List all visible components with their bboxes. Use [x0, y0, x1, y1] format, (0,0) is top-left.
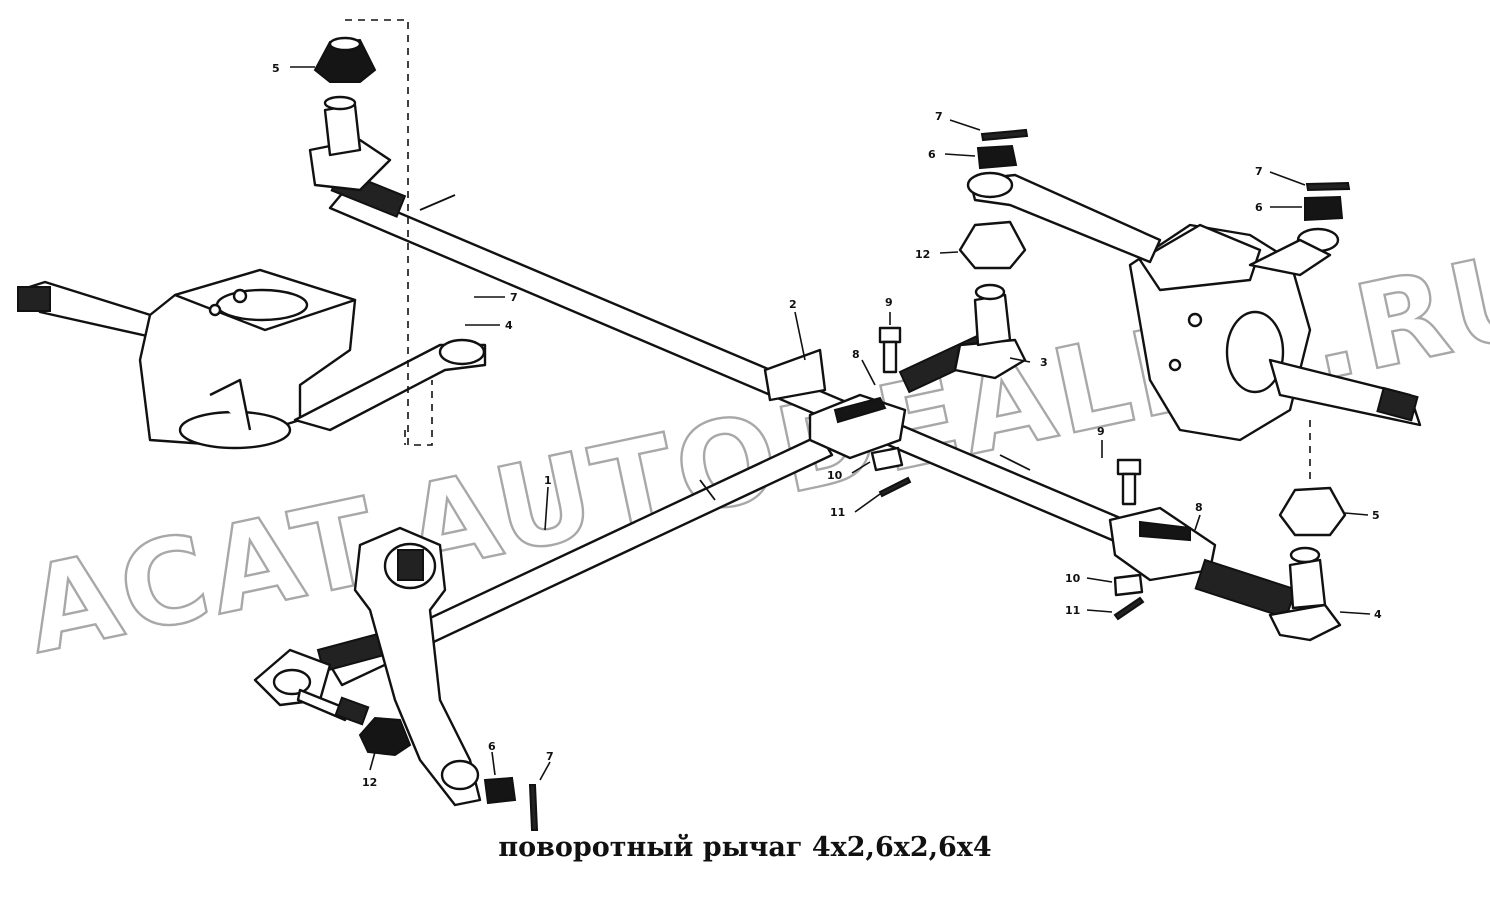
bolt-center	[878, 326, 902, 374]
dust-boot-right-upper	[958, 220, 1027, 270]
callout-10-right: 10	[1065, 572, 1081, 585]
assembly-line-left	[345, 19, 433, 446]
callout-2: 2	[789, 298, 797, 311]
nut-center	[870, 446, 904, 472]
right-steering-arm	[966, 171, 1340, 277]
dust-boot-right-lower	[1278, 486, 1347, 537]
dust-boot-top	[313, 36, 377, 83]
diagram-caption: поворотный рычаг 4x2,6x2,6x4	[498, 832, 992, 863]
tie-rod-end-right	[1194, 546, 1342, 642]
callout-7-bottom: 7	[546, 750, 554, 763]
right-steering-knuckle	[1128, 223, 1422, 442]
callout-12-top: 12	[915, 248, 930, 261]
callout-11-right: 11	[1065, 604, 1080, 617]
nut-right	[1113, 573, 1144, 597]
callout-11-mid: 11	[830, 506, 845, 519]
nut-far-right	[1304, 181, 1351, 222]
pin-center	[878, 476, 912, 498]
callout-4-right: 4	[1374, 608, 1382, 621]
center-clamp	[763, 348, 907, 460]
callout-10-mid: 10	[827, 469, 843, 482]
pin-right	[1113, 596, 1145, 621]
callout-5-right: 5	[1372, 509, 1380, 522]
pitman-arm	[353, 526, 482, 807]
callout-8-mid: 8	[852, 348, 860, 361]
bolt-right	[1116, 458, 1142, 506]
callout-leaders	[290, 66, 1371, 781]
callout-7-mid: 7	[935, 110, 943, 123]
left-steering-knuckle	[17, 268, 357, 450]
callout-4-left: 4	[505, 319, 513, 332]
callout-9-right: 9	[1097, 425, 1105, 438]
callout-6-bottom: 6	[488, 740, 496, 753]
callout-3-top: 3	[1040, 356, 1048, 369]
callout-7-left: 7	[510, 291, 518, 304]
nut-right-upper	[976, 128, 1029, 170]
callout-7-right: 7	[1255, 165, 1263, 178]
callout-6-mid: 6	[928, 148, 936, 161]
nut-bottom	[483, 776, 517, 805]
tie-rod-end-top-left	[308, 95, 392, 192]
callout-1: 1	[544, 474, 552, 487]
left-steering-arm	[293, 338, 487, 432]
callout-9-mid: 9	[885, 296, 893, 309]
dust-boot-bottom	[358, 716, 412, 757]
center-tie-rod-end	[898, 283, 1027, 394]
callout-labels: 5 7 6 12 7 6 7 4 3 2 9 8 10 11 1 9 8 10 …	[272, 62, 1382, 789]
callout-6-right: 6	[1255, 201, 1263, 214]
callout-5-top: 5	[272, 62, 280, 75]
pin-bottom	[528, 784, 539, 831]
callout-12-bottom: 12	[362, 776, 377, 789]
callout-8-right: 8	[1195, 501, 1203, 514]
drag-rod-end	[253, 648, 370, 726]
